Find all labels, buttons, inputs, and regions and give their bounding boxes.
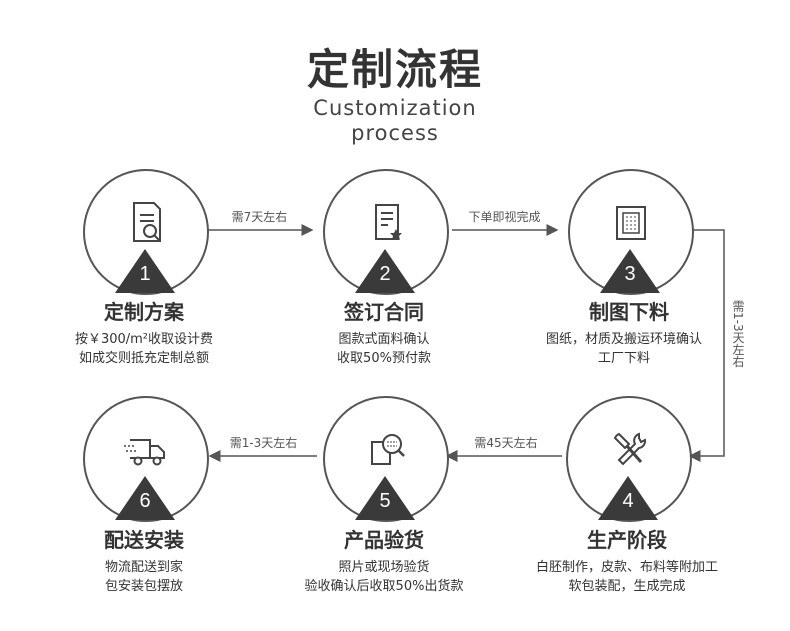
step-5-badge: 5 xyxy=(355,476,415,520)
subtitle-line-2: process xyxy=(351,121,439,145)
step-2-badge: 2 xyxy=(355,249,415,293)
step-4-description: 白胚制作，皮款、布料等附加工 软包装配，生成完成 xyxy=(535,560,718,594)
step-4-badge: 4 xyxy=(598,476,658,520)
page-title: 定制流程 xyxy=(306,45,483,94)
blueprint-icon xyxy=(616,206,646,240)
step-3-description: 图纸，材质及搬运环境确认 工厂下料 xyxy=(545,332,702,366)
connector-label-2-3: 下单即视完成 xyxy=(468,210,541,224)
step-4-circle: 4 xyxy=(566,396,692,522)
document-search-icon xyxy=(133,202,161,242)
arrow-3-to-4 xyxy=(688,229,725,462)
step-1-name: 定制方案 xyxy=(104,300,184,324)
step-2-circle: 2 xyxy=(323,169,449,295)
step-1-badge: 1 xyxy=(115,249,175,293)
step-3-name: 制图下料 xyxy=(589,300,669,324)
step-3-badge: 3 xyxy=(600,249,660,293)
connector-label-3-4: 需1-3天左右 xyxy=(731,300,745,368)
delivery-truck-icon xyxy=(124,439,165,466)
page-subtitle: Customization process xyxy=(0,96,790,146)
tools-icon xyxy=(613,432,647,466)
step-2-name: 签订合同 xyxy=(344,300,424,324)
step-2-description: 图款式面料确认 收取50%预付款 xyxy=(337,332,431,366)
step-5-circle: 5 xyxy=(323,396,449,522)
connector-label-4-5: 需45天左右 xyxy=(474,436,538,450)
step-6-badge: 6 xyxy=(115,476,175,520)
contract-sign-icon xyxy=(375,204,402,240)
connector-label-5-6: 需1-3天左右 xyxy=(229,436,298,450)
step-5-name: 产品验货 xyxy=(344,528,424,552)
inspection-icon xyxy=(371,434,405,465)
step-6-circle: 6 xyxy=(83,396,209,522)
step-6-name: 配送安装 xyxy=(104,528,184,552)
step-1-description: 按￥300/m²收取设计费 如成交则抵充定制总额 xyxy=(74,332,214,366)
subtitle-line-1: Customization xyxy=(313,96,477,120)
connector-label-1-2: 需7天左右 xyxy=(231,210,288,224)
step-6-description: 物流配送到家 包安装包摆放 xyxy=(104,560,183,594)
step-5-description: 照片或现场验货 验收确认后收取50%出货款 xyxy=(304,560,464,594)
step-3-circle: 3 xyxy=(568,169,694,295)
step-4-name: 生产阶段 xyxy=(587,528,667,552)
step-1-circle: 1 xyxy=(83,169,209,295)
